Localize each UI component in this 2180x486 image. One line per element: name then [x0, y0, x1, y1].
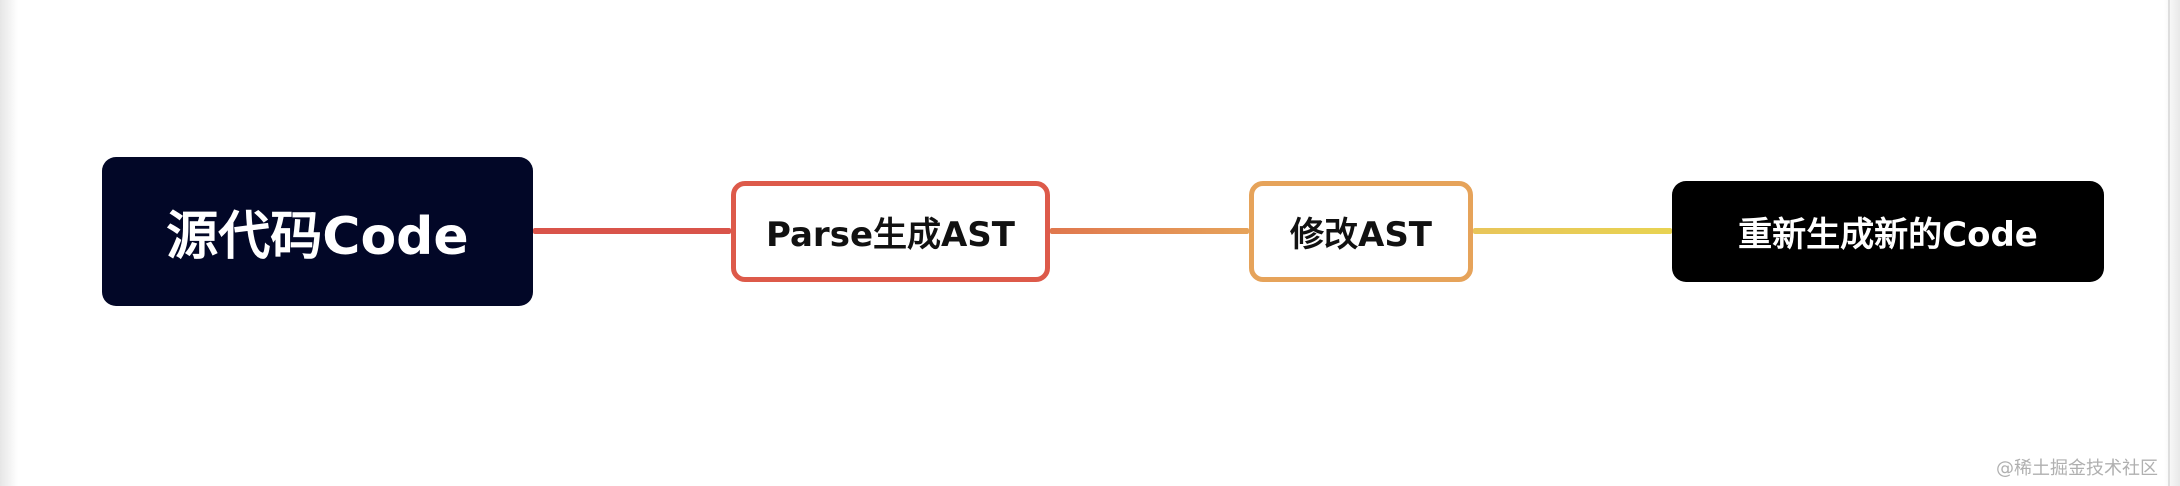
watermark-text: @稀土掘金技术社区 [1996, 458, 2158, 479]
node-parse-ast[interactable]: Parse生成AST [731, 181, 1050, 282]
right-edge-scrollbar [2164, 0, 2180, 486]
left-edge-shadow [0, 0, 18, 486]
node-parse-ast-label: Parse生成AST [765, 215, 1015, 255]
node-source-code-label: 源代码Code [166, 207, 469, 267]
node-modify-ast[interactable]: 修改AST [1249, 181, 1473, 282]
node-source-code[interactable]: 源代码Code [102, 157, 533, 306]
edge-modify-to-generate [1473, 228, 1672, 234]
node-generate-code-label: 重新生成新的Code [1738, 215, 2038, 255]
right-edge-line [2168, 0, 2170, 486]
edge-source-to-parse [533, 228, 731, 234]
node-generate-code[interactable]: 重新生成新的Code [1672, 181, 2104, 282]
edge-parse-to-modify [1050, 228, 1249, 234]
node-modify-ast-label: 修改AST [1290, 215, 1432, 255]
